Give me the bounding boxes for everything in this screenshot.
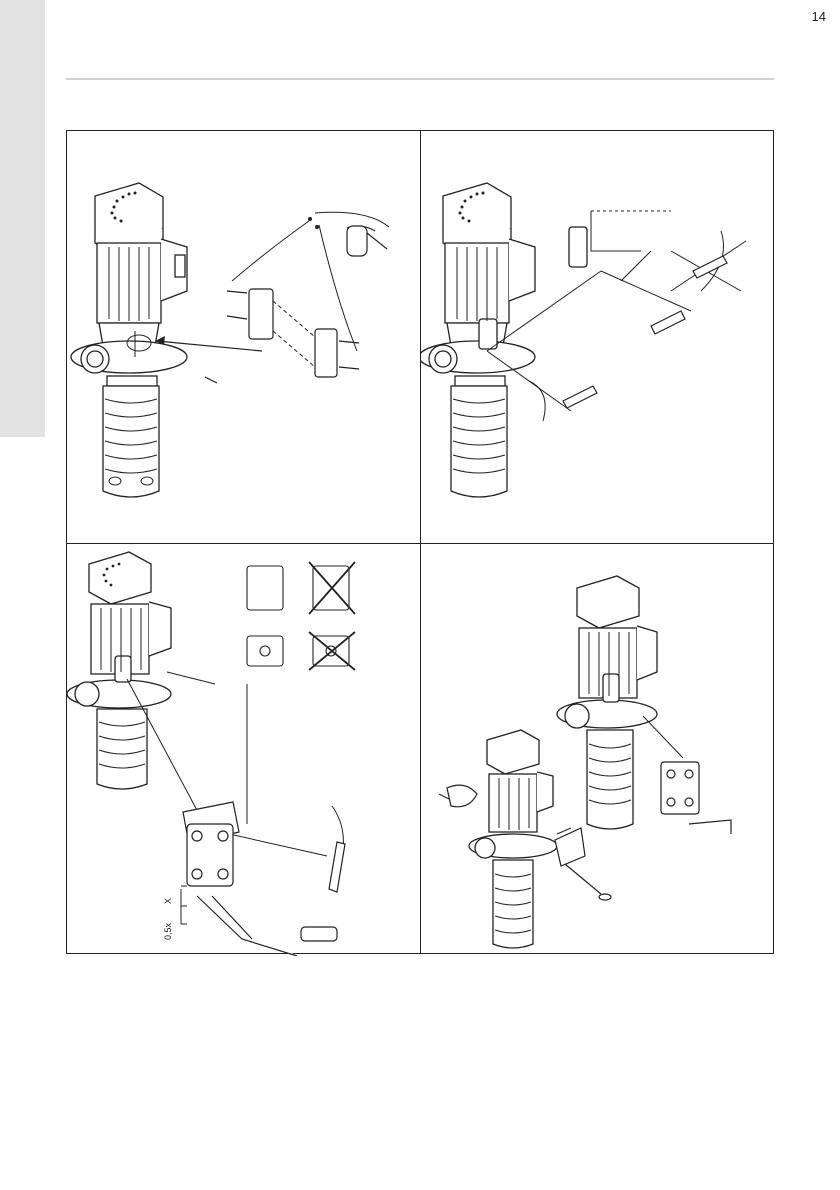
figure-coupling-assembly	[67, 131, 420, 543]
figure-grid: X 0,5x	[66, 130, 774, 954]
pump-illustration-4	[421, 544, 774, 956]
figure-shaft-adjustment: X 0,5x	[67, 544, 420, 956]
pump-illustration-3: X 0,5x	[67, 544, 420, 956]
page-number: 14	[796, 9, 826, 24]
pump-illustration-1	[67, 131, 420, 543]
header-rule	[66, 78, 774, 80]
figure-guard-installation	[421, 544, 774, 956]
figure-coupling-tightening	[421, 131, 774, 543]
dimension-x-label: X	[163, 898, 173, 904]
pump-illustration-2	[421, 131, 774, 543]
dimension-half-x-label: 0,5x	[163, 922, 173, 940]
language-side-tab	[0, 0, 45, 437]
